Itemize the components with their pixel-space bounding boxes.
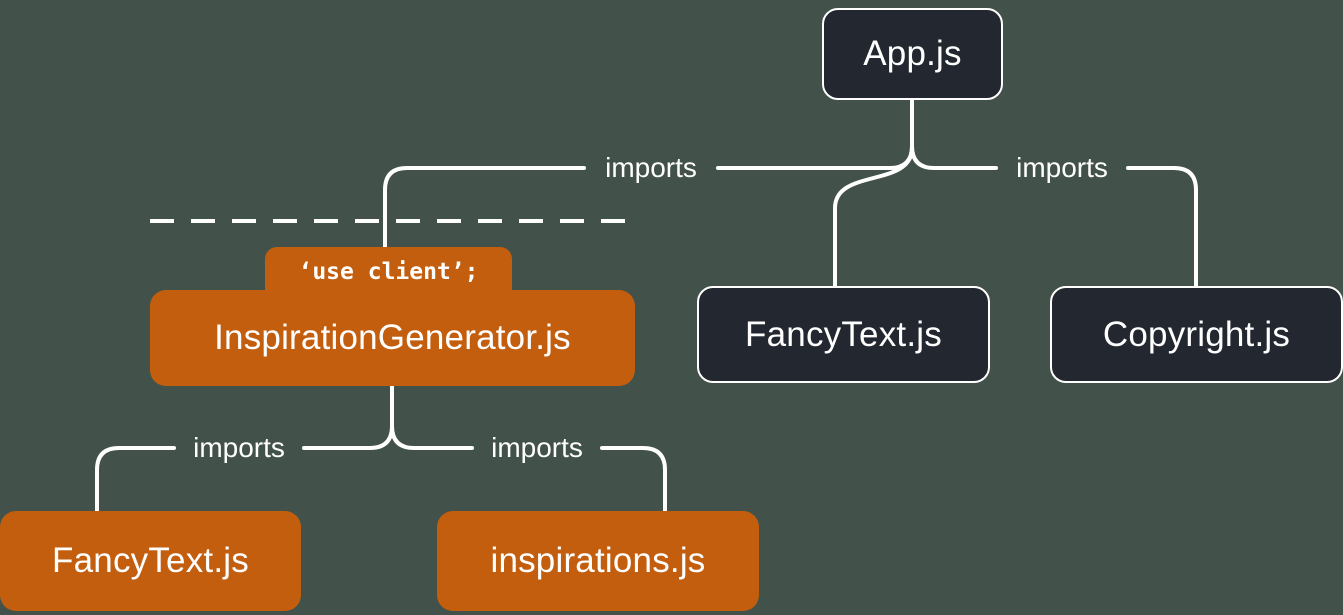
node-fancytext-server-label: FancyText.js <box>745 314 942 354</box>
node-fancytext-client: FancyText.js <box>0 511 301 611</box>
node-app-label: App.js <box>863 34 962 73</box>
node-copyright-label: Copyright.js <box>1102 314 1291 354</box>
use-client-directive-text: ‘use client’; <box>298 259 479 285</box>
node-app: App.js <box>822 8 1003 100</box>
edge-label-imports: imports <box>595 150 707 186</box>
edge-inspiration-generator-to-inspirations <box>390 384 667 513</box>
edge-app-to-copyright <box>910 98 1198 288</box>
edge-label-imports: imports <box>481 430 593 466</box>
edge-app-to-fancytext-server <box>833 98 914 288</box>
node-fancytext-client-label: FancyText.js <box>52 541 249 580</box>
node-inspiration-generator: InspirationGenerator.js <box>150 290 635 386</box>
node-fancytext-server: FancyText.js <box>697 286 990 383</box>
node-inspirations-label: inspirations.js <box>490 541 706 580</box>
use-client-directive-tab: ‘use client’; <box>265 247 512 297</box>
node-inspiration-generator-label: InspirationGenerator.js <box>214 318 571 357</box>
node-copyright: Copyright.js <box>1050 286 1343 383</box>
edge-label-imports: imports <box>1006 150 1118 186</box>
node-inspirations: inspirations.js <box>437 511 759 611</box>
edge-label-imports: imports <box>183 430 295 466</box>
